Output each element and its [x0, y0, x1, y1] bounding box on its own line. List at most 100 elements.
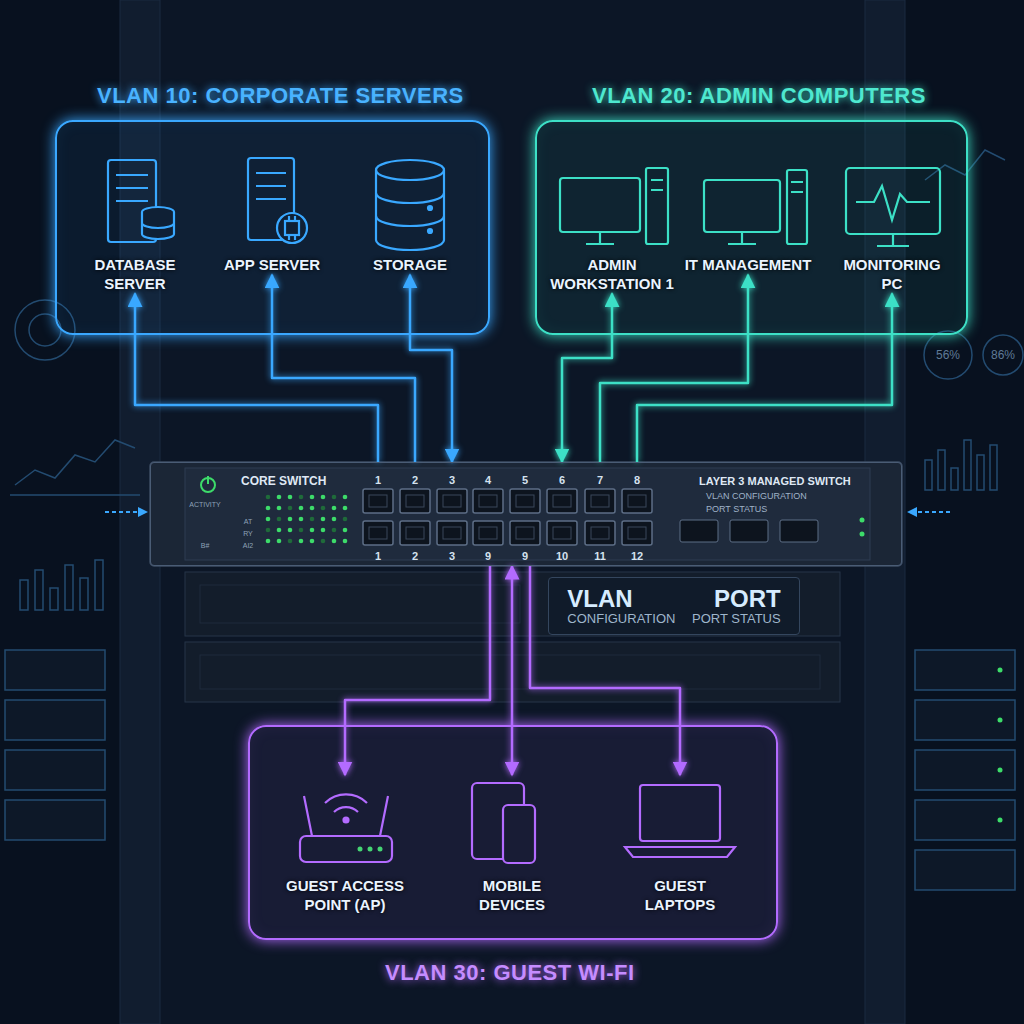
status-led [299, 495, 304, 500]
panel-label: AT [244, 518, 252, 525]
group-heading: VLAN 30: GUEST WI-FI [385, 960, 635, 986]
status-led [343, 506, 348, 511]
port-socket [443, 495, 461, 507]
side-arrows [105, 511, 140, 513]
label-wrap: 9 [485, 550, 491, 562]
status-led [299, 539, 304, 544]
right-dashboard [998, 768, 1003, 773]
port-number: 4 [485, 474, 491, 486]
status-led [310, 517, 315, 522]
right-dashboard [915, 800, 1015, 840]
status-led [266, 528, 271, 533]
right-dashboard [998, 668, 1003, 673]
storage-node: STORAGE [355, 150, 465, 275]
side-arrows [915, 511, 950, 513]
label-wrap: 6 [559, 474, 565, 486]
ethernet-port [547, 521, 577, 545]
ethernet-port [622, 521, 652, 545]
guest-device-node: MOBILE DEVICES [457, 775, 567, 915]
status-led [299, 528, 304, 533]
panel-text: PORT STATUS [692, 612, 781, 627]
heading-wrap: VLAN 30: GUEST WI-FI [385, 960, 635, 986]
guest-device-node: GUEST LAPTOPS [625, 775, 735, 915]
right-dashboard [925, 460, 932, 490]
ethernet-port [510, 521, 540, 545]
port-socket [591, 527, 609, 539]
left-dashboard [15, 440, 135, 485]
label-wrap: 11 [594, 550, 606, 562]
ethernet-port [585, 489, 615, 513]
right-dashboard [977, 455, 984, 490]
ethernet-port [547, 489, 577, 513]
port-socket [516, 527, 534, 539]
port-number: 9 [522, 550, 528, 562]
left-dashboard [20, 580, 28, 610]
device-label: GUEST ACCESS POINT (AP) [265, 877, 425, 915]
device-label: ADMIN WORKSTATION 1 [545, 256, 679, 294]
port-socket [406, 527, 424, 539]
label-wrap: 3 [449, 550, 455, 562]
label-wrap: 12 [631, 550, 643, 562]
server-node: APP SERVER [207, 150, 337, 275]
status-panel: VLANCONFIGURATIONPORTPORT STATUS [548, 577, 800, 635]
left-dashboard [5, 700, 105, 740]
port-number: 3 [449, 474, 455, 486]
status-led [332, 506, 337, 511]
panel-text: VLAN [567, 585, 632, 613]
label-wrap: 3 [449, 474, 455, 486]
device-label: IT MANAGEMENT [678, 256, 818, 275]
switch-chassis [150, 462, 902, 566]
label-wrap: 5 [522, 474, 528, 486]
port-number: 12 [631, 550, 643, 562]
right-dashboard [924, 331, 972, 379]
port-number: 3 [449, 550, 455, 562]
device-label: APP SERVER [207, 256, 337, 275]
right-dashboard [951, 468, 958, 490]
sfp-port [680, 520, 718, 542]
status-led [310, 539, 315, 544]
ethernet-port [363, 489, 393, 513]
label-wrap: 2 [412, 474, 418, 486]
status-led [277, 517, 282, 522]
status-led [321, 517, 326, 522]
status-led [266, 506, 271, 511]
device-label: MOBILE DEVICES [457, 877, 567, 915]
left-dashboard [5, 800, 105, 840]
right-dashboard [964, 440, 971, 490]
status-led [343, 517, 348, 522]
right-dashboard [915, 700, 1015, 740]
panel-label: AI2 [243, 542, 254, 549]
panel-label: B# [201, 542, 210, 549]
rack-units [200, 585, 520, 623]
port-socket [628, 495, 646, 507]
port-socket [553, 527, 571, 539]
side-arrows [138, 507, 148, 517]
computer-node: MONITORING PC [837, 150, 947, 294]
heading-wrap: VLAN 20: ADMIN COMPUTERS [592, 83, 926, 109]
status-led [288, 517, 293, 522]
status-led [332, 517, 337, 522]
label-wrap: 1 [375, 550, 381, 562]
status-led [288, 495, 293, 500]
side-arrows [907, 507, 917, 517]
status-led [321, 528, 326, 533]
port-number: 10 [556, 550, 568, 562]
port-number: 1 [375, 474, 381, 486]
switch-text-wrap: VLAN CONFIGURATION [706, 491, 807, 501]
right-dashboard [998, 718, 1003, 723]
left-dashboard [35, 570, 43, 610]
port-socket [516, 495, 534, 507]
label-wrap: 10 [556, 550, 568, 562]
port-number: 8 [634, 474, 640, 486]
left-dashboard [80, 578, 88, 610]
vlan-group: VLAN 30: GUEST WI-FIGUEST ACCESS POINT (… [248, 725, 778, 940]
group-heading: VLAN 10: CORPORATE SERVERS [97, 83, 464, 109]
panel-label: RY [243, 530, 253, 537]
right-dashboard [915, 750, 1015, 790]
right-dashboard [998, 818, 1003, 823]
status-led [343, 495, 348, 500]
status-led [860, 518, 865, 523]
status-led [343, 539, 348, 544]
panel-column: VLANCONFIGURATION [567, 585, 675, 628]
